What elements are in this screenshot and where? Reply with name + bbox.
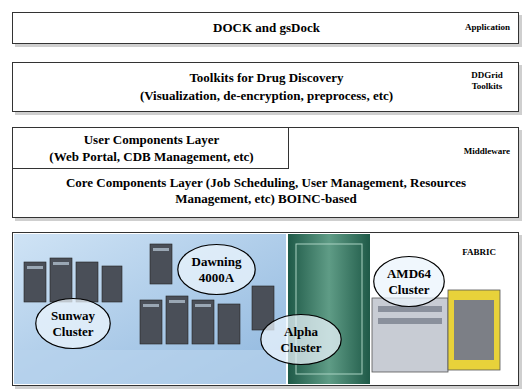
cluster-ellipse: Dawning 4000A: [177, 244, 256, 295]
layer-tag: Application: [465, 22, 510, 33]
cluster-name: Dawning 4000A: [192, 254, 242, 285]
layer-tag: DDGrid Toolkits: [462, 70, 512, 92]
component-body: (Web Portal, CDB Management, etc): [13, 149, 290, 165]
layer-band: MiddlewareCore Components Layer (Job Sch…: [12, 127, 519, 218]
component-box: User Components Layer(Web Portal, CDB Ma…: [12, 127, 289, 169]
layer-title: DOCK and gsDock: [13, 20, 520, 36]
layer-tag: FABRIC: [462, 247, 496, 258]
cluster-ellipse: AMD64 Cluster: [373, 256, 445, 307]
cluster-ellipse: Sunway Cluster: [35, 298, 111, 349]
cluster-ellipse: Alpha Cluster: [260, 314, 342, 365]
cluster-name: Alpha Cluster: [280, 324, 321, 355]
cluster-name: AMD64 Cluster: [387, 266, 431, 297]
layer-band: Toolkits for Drug Discovery (Visualizatio…: [12, 62, 519, 112]
layer-body: (Visualization, de-encryption, preproces…: [13, 88, 520, 104]
cluster-name: Sunway Cluster: [51, 308, 95, 339]
fabric-band: FABRIC Sunway Cluster Dawning 4000A Alpha C…: [12, 232, 519, 386]
layer-body: Core Components Layer (Job Scheduling, U…: [31, 175, 501, 206]
component-title: User Components Layer: [13, 132, 290, 148]
layer-band: DOCK and gsDockApplication: [12, 12, 519, 44]
layer-tag: Middleware: [464, 146, 510, 157]
layer-title: Toolkits for Drug Discovery: [13, 70, 520, 86]
